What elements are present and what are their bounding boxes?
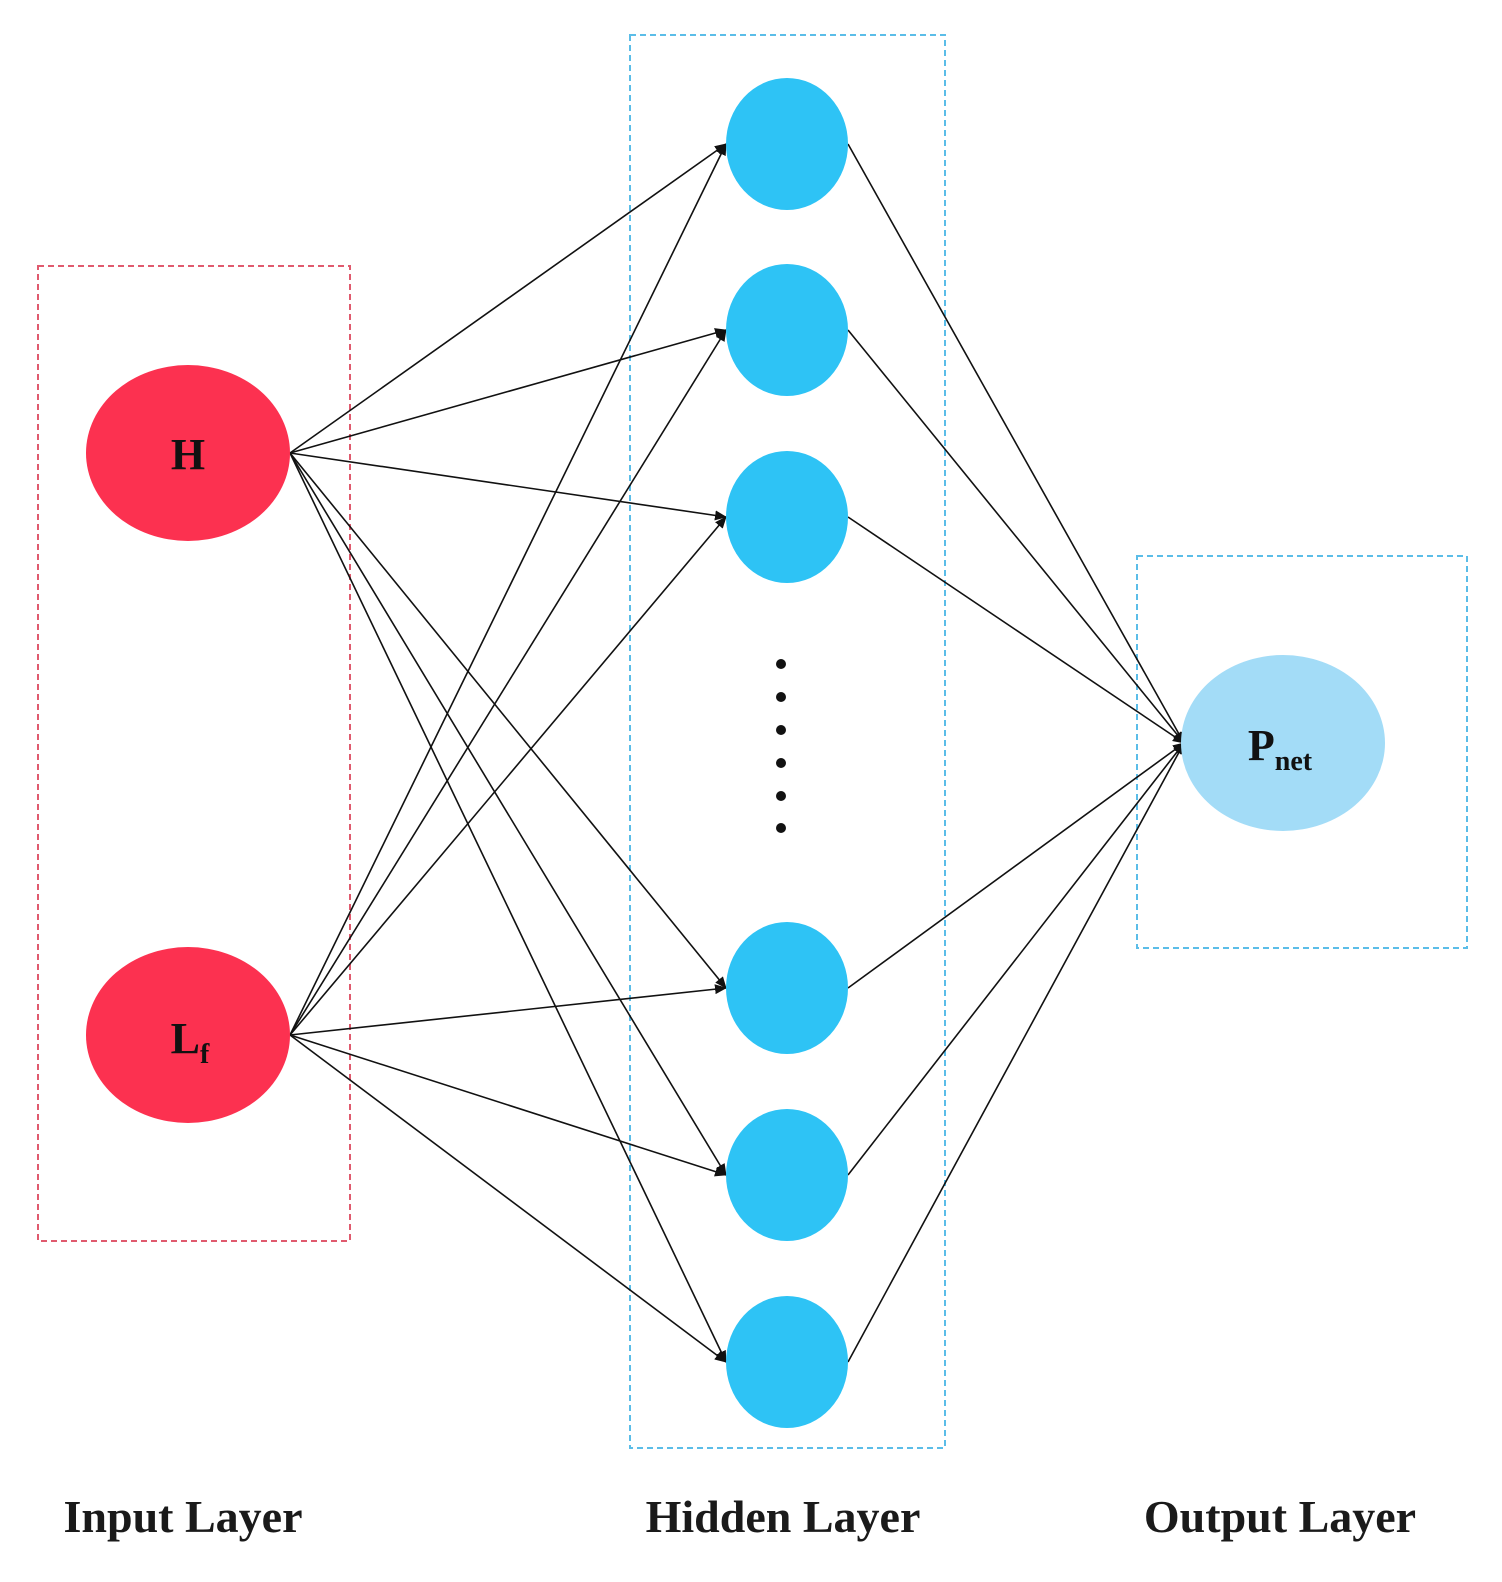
edge-hidden-2-to-output [847, 329, 1185, 744]
edge-hidden-5-to-output [847, 742, 1185, 1176]
edge-input-2-to-hidden-2 [289, 329, 727, 1036]
output-layer-box [1136, 555, 1468, 949]
input-node-h-label: H [171, 430, 205, 479]
hidden-ellipsis-dots [776, 659, 786, 833]
input-node-lf-subscript: f [200, 1039, 210, 1070]
input-node-h: H [86, 365, 290, 541]
edge-input-1-to-hidden-6 [289, 452, 727, 1363]
edge-input-1-to-hidden-3 [289, 452, 727, 521]
hidden-node-1 [726, 78, 848, 210]
input-node-lf-label: L [171, 1014, 200, 1063]
edge-input-2-to-hidden-6 [289, 1034, 727, 1363]
output-layer-caption: Output Layer [1144, 1491, 1416, 1542]
edge-input-1-to-hidden-1 [289, 143, 727, 454]
output-node-pnet-subscript: net [1275, 746, 1313, 777]
output-node-pnet-label: P [1248, 721, 1275, 770]
hidden-node-2 [726, 264, 848, 396]
hidden-layer-box [629, 34, 946, 1449]
input-layer-box [37, 265, 351, 1242]
input-layer-caption: Input Layer [64, 1491, 303, 1542]
hidden-node-6 [726, 1296, 848, 1428]
hidden-node-5 [726, 1109, 848, 1241]
connection-edges [289, 143, 1185, 1363]
hidden-node-3 [726, 451, 848, 583]
hidden-node-4 [726, 922, 848, 1054]
output-node-pnet: Pnet [1181, 655, 1385, 831]
svg-text:Lf: Lf [171, 1014, 210, 1070]
edge-hidden-1-to-output [847, 143, 1185, 744]
edge-input-1-to-hidden-5 [289, 452, 727, 1176]
hidden-layer-caption: Hidden Layer [646, 1491, 921, 1542]
edge-input-2-to-hidden-5 [289, 1034, 727, 1177]
edge-hidden-6-to-output [847, 742, 1185, 1363]
edge-input-2-to-hidden-1 [289, 143, 727, 1036]
input-node-lf: Lf [86, 947, 290, 1123]
edge-hidden-3-to-output [847, 516, 1185, 744]
edge-input-1-to-hidden-4 [289, 452, 727, 989]
edge-input-1-to-hidden-2 [289, 328, 727, 454]
svg-text:H: H [171, 430, 205, 479]
svg-text:Pnet: Pnet [1248, 721, 1313, 777]
edge-input-2-to-hidden-4 [289, 984, 727, 1036]
edge-input-2-to-hidden-3 [289, 516, 727, 1036]
edge-hidden-4-to-output [847, 742, 1185, 989]
